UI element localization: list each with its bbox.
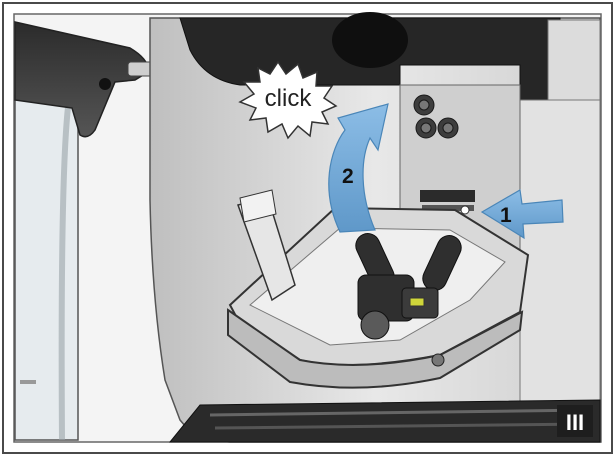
door-hinge	[14, 21, 149, 138]
drip-tray	[168, 399, 601, 443]
figure-number-badge	[557, 405, 593, 437]
click-label: click	[265, 85, 313, 112]
step-one-label: 1	[500, 204, 512, 227]
brewing-unit-tray	[227, 189, 530, 389]
click-starburst	[238, 60, 338, 140]
arrow-step-one	[480, 189, 564, 240]
curved-arrow-step-two	[328, 103, 389, 233]
water-tank	[14, 21, 155, 441]
step-two-label: 2	[342, 165, 354, 188]
figure-number: III	[566, 410, 584, 435]
